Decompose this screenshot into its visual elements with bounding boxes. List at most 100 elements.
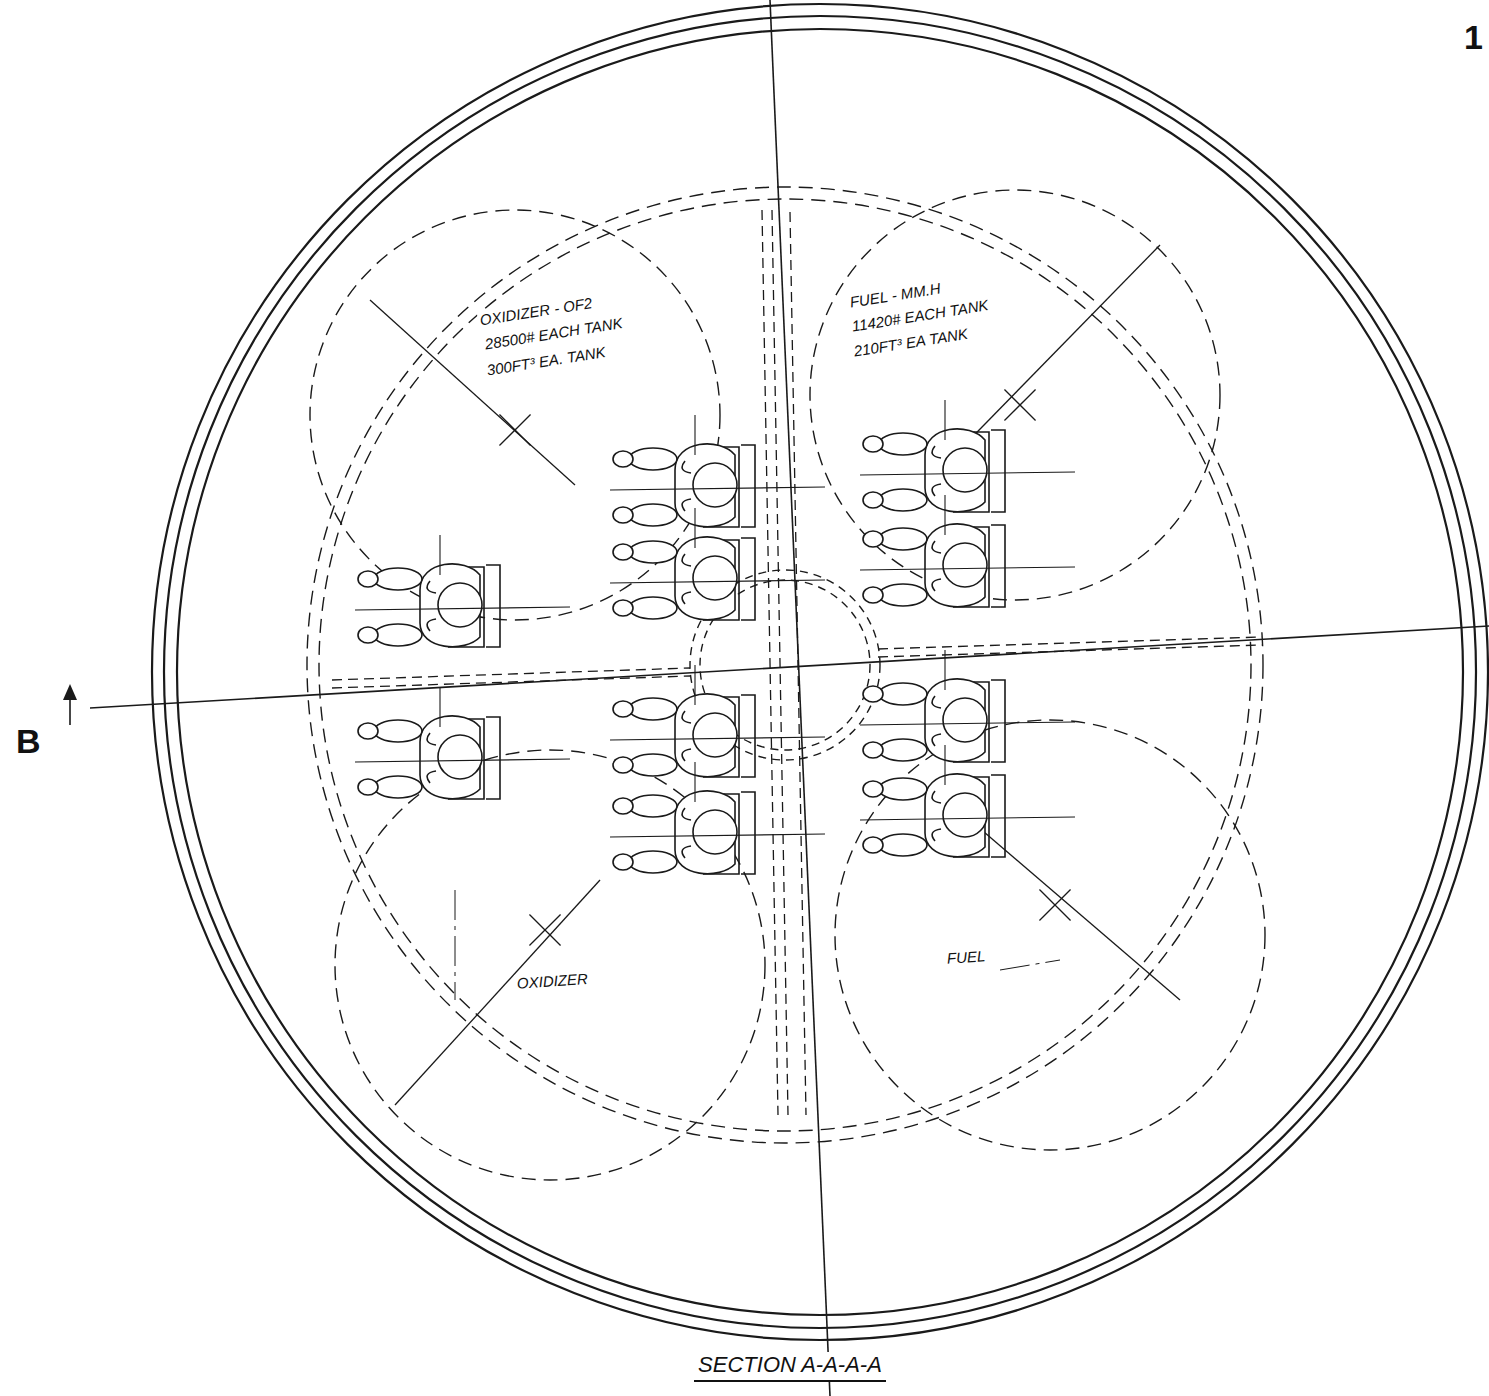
leg: [629, 754, 677, 776]
seat-back: [991, 680, 1005, 762]
tank-axis: [395, 880, 600, 1105]
arm: [682, 554, 691, 604]
arm: [682, 461, 691, 511]
leg: [879, 528, 927, 550]
foot: [613, 798, 633, 814]
leg: [629, 541, 677, 563]
arm: [427, 733, 436, 783]
seat-back: [741, 445, 755, 527]
seat-back: [741, 538, 755, 620]
arm: [932, 696, 941, 746]
leg: [879, 739, 927, 761]
head: [943, 543, 987, 587]
center-line: [455, 890, 456, 1000]
crew-figure: [613, 444, 755, 527]
bulkhead: [332, 668, 690, 680]
seat-center-line: [355, 607, 570, 610]
seat-center-line: [944, 745, 945, 785]
tank-label: OXIDIZER: [514, 970, 590, 992]
leg: [629, 795, 677, 817]
sheet-number: 1: [1462, 18, 1485, 57]
foot: [613, 600, 633, 616]
center-line: [1000, 960, 1060, 970]
leg: [629, 698, 677, 720]
center-mark: [1039, 889, 1070, 920]
foot: [358, 723, 378, 739]
crew-figure: [613, 791, 755, 874]
hull-ring: [164, 16, 1476, 1328]
arm: [682, 808, 691, 858]
foot: [613, 757, 633, 773]
bulkhead: [772, 210, 788, 1115]
section-arrowhead: [63, 684, 77, 700]
seat-back: [991, 430, 1005, 512]
seat-center-line: [355, 759, 570, 762]
seat-center-line: [860, 817, 1075, 820]
tank-label: FUEL: [944, 947, 987, 967]
arm: [932, 791, 941, 841]
foot: [613, 451, 633, 467]
foot: [358, 571, 378, 587]
bulkhead: [762, 210, 778, 1115]
tank-ring: [319, 199, 1251, 1131]
seat-center-line: [860, 472, 1075, 475]
leg: [374, 720, 422, 742]
foot: [358, 779, 378, 795]
tank-ring: [307, 187, 1263, 1143]
crew-figure: [358, 564, 500, 647]
axis-line: [90, 626, 1489, 708]
arm: [682, 711, 691, 761]
foot: [613, 854, 633, 870]
leg: [374, 568, 422, 590]
seat-back: [991, 775, 1005, 857]
center-mark: [1039, 889, 1070, 920]
fuel-tank: [835, 720, 1265, 1150]
leg: [879, 433, 927, 455]
crew-figure: [863, 524, 1005, 607]
crew-figure: [863, 774, 1005, 857]
seat-back: [486, 565, 500, 647]
seat-back: [486, 717, 500, 799]
seat-center-line: [860, 722, 1075, 725]
foot: [358, 627, 378, 643]
oxidizer-tank: [335, 750, 765, 1180]
foot: [863, 742, 883, 758]
head: [438, 583, 482, 627]
section-title: SECTION A-A-A-A: [694, 1352, 886, 1382]
leg: [374, 624, 422, 646]
leg: [629, 851, 677, 873]
seat-center-line: [694, 508, 695, 548]
head: [438, 735, 482, 779]
hull-ring: [152, 4, 1488, 1340]
foot: [863, 436, 883, 452]
seat-center-line: [439, 687, 440, 727]
leg: [879, 834, 927, 856]
arm: [932, 541, 941, 591]
tank-axis: [970, 820, 1180, 1000]
head: [693, 810, 737, 854]
head: [693, 463, 737, 507]
seat-back: [991, 525, 1005, 607]
foot: [613, 701, 633, 717]
crew-figure: [358, 716, 500, 799]
center-mark: [1004, 389, 1035, 420]
seat-center-line: [694, 762, 695, 802]
seat-center-line: [610, 580, 825, 583]
arm: [427, 581, 436, 631]
foot: [613, 507, 633, 523]
seat-back: [741, 695, 755, 777]
crew-figure: [863, 429, 1005, 512]
foot: [863, 686, 883, 702]
seat-center-line: [610, 487, 825, 490]
foot: [863, 837, 883, 853]
foot: [863, 531, 883, 547]
seat-center-line: [439, 535, 440, 575]
seat-center-line: [860, 567, 1075, 570]
leg: [879, 584, 927, 606]
foot: [863, 781, 883, 797]
seat-center-line: [610, 834, 825, 837]
leg: [629, 504, 677, 526]
leg: [879, 489, 927, 511]
fuel-tank: [810, 190, 1220, 600]
